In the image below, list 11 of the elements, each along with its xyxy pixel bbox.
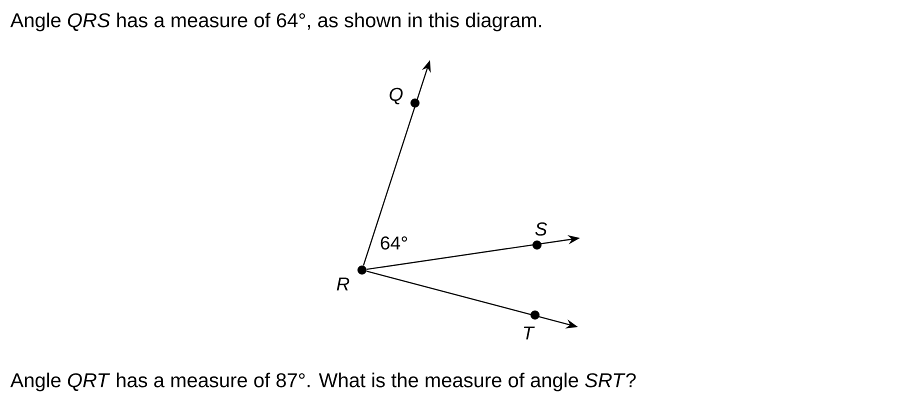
question-text: Angle QRT has a measure of 87°. What is the measure of angle SRT?	[10, 372, 636, 392]
node-label: Q	[390, 88, 403, 104]
node-label: R	[336, 278, 350, 290]
point: S	[532, 222, 548, 250]
point: T	[524, 310, 540, 340]
point: R	[336, 265, 367, 290]
node-label: T	[524, 326, 535, 340]
node-label: S	[535, 222, 548, 236]
angle-label: 64°	[380, 236, 407, 250]
question-text: Angle QRS has a measure of 64°, as shown in this diagram.	[10, 12, 542, 32]
point: Q	[390, 88, 420, 108]
